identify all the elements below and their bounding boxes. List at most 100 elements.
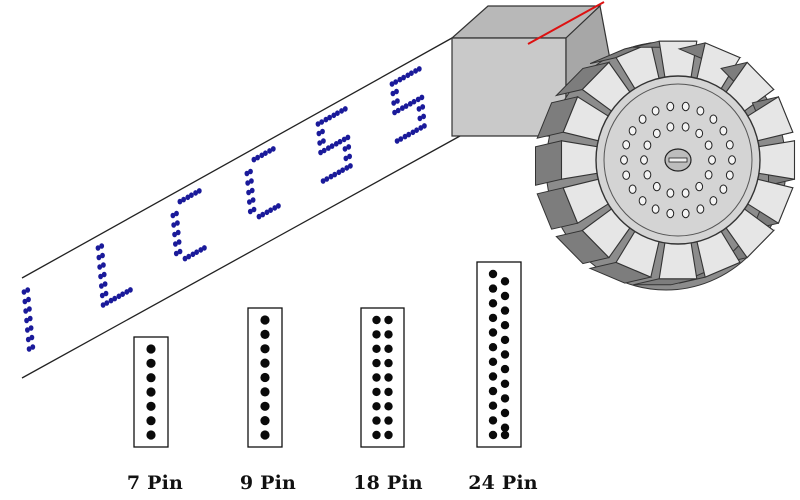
- drum-hole-outer: [681, 101, 690, 112]
- printed-dot: [345, 134, 351, 141]
- printed-dot: [247, 199, 252, 205]
- printed-dot: [402, 133, 408, 140]
- pin-head-9-pin: [247, 307, 283, 448]
- pin: [384, 387, 393, 397]
- printed-dot: [116, 293, 122, 300]
- pin: [146, 401, 156, 411]
- printed-dot: [176, 239, 182, 245]
- printed-dot: [99, 292, 105, 299]
- printed-dot: [175, 220, 180, 226]
- drum-spoke-side: [535, 140, 562, 186]
- printed-dot: [244, 170, 250, 177]
- printed-dot: [173, 250, 179, 257]
- printed-dot: [173, 241, 178, 247]
- printed-dot: [22, 298, 28, 305]
- pin: [500, 379, 510, 388]
- drum-hole-outer: [651, 106, 660, 116]
- printed-dot: [326, 145, 331, 151]
- printed-dot: [175, 229, 181, 236]
- pin: [260, 358, 270, 368]
- printed-dot: [329, 143, 335, 149]
- printed-dot: [182, 255, 188, 262]
- printed-dot: [327, 114, 332, 121]
- printed-dot: [124, 289, 130, 295]
- pin: [260, 315, 270, 325]
- printed-dot: [420, 104, 426, 110]
- printed-dot: [249, 187, 255, 194]
- printed-dot: [247, 208, 253, 215]
- printed-dot: [264, 209, 270, 216]
- drum-hole-outer: [719, 184, 728, 194]
- drum-hole-inner: [695, 128, 704, 139]
- printed-dot: [185, 194, 191, 201]
- pin-head-7-pin: [133, 336, 169, 448]
- drum-hole-outer: [728, 155, 736, 165]
- printed-dot: [181, 196, 187, 203]
- printed-dot: [127, 287, 133, 293]
- printed-dot: [415, 96, 421, 103]
- printed-dot: [260, 211, 266, 218]
- drum-hole-outer: [666, 208, 675, 219]
- printed-dot: [25, 327, 30, 333]
- pin: [488, 269, 498, 279]
- pin: [500, 423, 510, 432]
- pin: [260, 329, 270, 339]
- printed-dot: [321, 138, 326, 144]
- printed-dot: [28, 325, 34, 331]
- printed-dot: [177, 248, 183, 255]
- drum-hole-outer: [628, 184, 637, 194]
- printed-dot: [25, 336, 31, 343]
- printed-dot: [100, 302, 106, 308]
- printed-dot: [99, 283, 104, 289]
- pin: [384, 330, 393, 339]
- printed-dot: [333, 141, 339, 147]
- pin: [372, 402, 381, 411]
- drum-hole-inner: [681, 188, 690, 198]
- pin: [500, 277, 510, 286]
- printed-dot: [97, 264, 103, 270]
- pin: [488, 343, 498, 352]
- pin: [146, 430, 156, 440]
- pin: [146, 373, 156, 383]
- drum-hole-outer: [622, 140, 631, 150]
- pin: [146, 387, 156, 397]
- printed-dot: [331, 112, 337, 119]
- pin: [384, 344, 393, 353]
- printed-dot: [27, 315, 33, 322]
- printed-dot: [341, 136, 347, 143]
- printed-dot: [99, 243, 105, 249]
- label-18-pin: 18 Pin: [353, 472, 423, 494]
- pin: [500, 394, 510, 403]
- drum-hole-inner: [666, 122, 675, 132]
- printed-dot: [344, 165, 350, 171]
- printed-dot: [317, 140, 323, 146]
- pin: [488, 313, 498, 323]
- printed-dot: [336, 169, 342, 176]
- drum-hole-inner: [643, 140, 652, 150]
- drum-hole-inner: [666, 188, 675, 198]
- drum-hole-outer: [622, 170, 631, 180]
- pin: [372, 358, 381, 368]
- printed-dot: [321, 147, 327, 154]
- printed-dot: [405, 72, 411, 79]
- drum-hole-inner: [708, 155, 716, 165]
- printed-dot: [256, 213, 262, 220]
- drum-hole-outer: [709, 196, 718, 206]
- printed-dot: [335, 110, 340, 116]
- drum-hole-outer: [638, 196, 647, 206]
- printed-dot: [95, 245, 101, 251]
- printed-dot: [23, 308, 29, 314]
- printed-dot: [255, 154, 260, 161]
- printed-dot: [398, 136, 404, 142]
- drum-hole-outer: [620, 155, 628, 165]
- pin: [146, 416, 156, 426]
- printed-char-c: [170, 188, 207, 262]
- drum-hole-inner: [681, 122, 690, 132]
- printed-dot: [347, 153, 352, 160]
- printed-dot: [419, 94, 425, 101]
- printed-char-c: [244, 146, 281, 220]
- drum-hole-outer: [719, 126, 728, 136]
- paper-edge-bottom: [21, 135, 461, 379]
- pin: [384, 430, 393, 440]
